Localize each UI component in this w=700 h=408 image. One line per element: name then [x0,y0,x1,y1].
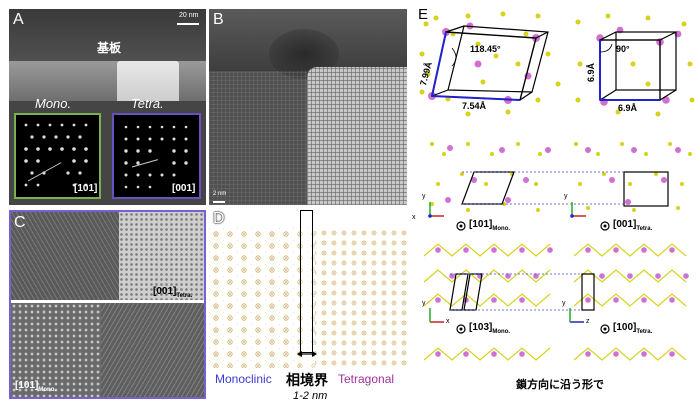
dp-mono-index: [101] [74,183,98,194]
view1-tetra-zone-icon [600,221,610,231]
view2-tetra-label: [100]Tetra. [613,322,652,335]
panel-c-top-right [119,212,204,300]
panel-d-lattice [209,228,407,368]
tetra-a-label: 6.9Å [586,62,596,82]
panel-c-mono-label: [101]Mono. [15,380,56,393]
boundary-width-label: 1-2 nm [293,390,328,402]
view1-mono-zone-icon [456,221,466,231]
tetra-angle-label: 90° [616,44,630,54]
panel-c-mono-index: [101] [15,380,39,391]
panel-c-top-left [11,212,119,300]
panel-c-bottom-right [101,303,204,397]
panel-b: B 2 nm [209,9,407,205]
tetragonal-lattice [315,228,407,368]
tetragonal-label: Tetragonal [338,372,395,386]
view2-mono-label: [103]Mono. [469,322,510,335]
view2-axes-tetra [569,308,584,323]
panel-c: C [001]Tetra. [101]Mono. [9,210,206,399]
panel-e: E [408,4,700,408]
tetra-unit-cell [575,13,695,117]
panel-b-bright-region [307,67,407,205]
monoclinic-label: Monoclinic [215,372,272,386]
panel-a-letter: A [13,11,24,28]
mono-unit-cell [419,11,561,117]
panel-a-substrate-label: 基板 [97,41,122,55]
bottom-chain-row [423,347,687,361]
view2-mono-index: [103] [469,322,493,333]
mono-b-label: 7.54Å [462,101,487,111]
view2-axes-mono [429,308,444,323]
view1-tetra-label: [001]Tetra. [613,219,652,232]
view2-structures [423,243,689,311]
panel-a-tetra-label: Tetra. [131,96,164,111]
panel-c-divider [11,300,204,303]
panel-c-mono-sub: Mono. [38,387,57,393]
view1-axis-y-mono: y [422,193,426,200]
view1-axis-y-tetra: y [564,193,568,200]
view1-axes-mono [428,202,444,218]
boundary-label: 相境界 [286,372,328,388]
view1-mono-label: [101]Mono. [469,219,510,232]
panel-c-letter: C [14,214,26,231]
panel-a-dp-mono: [101] [14,113,101,199]
panel-a-substrate [9,9,206,61]
view2-tetra-sub: Tetra. [636,329,653,335]
view1-axis-x-mono: x [412,214,416,221]
panel-c-tetra-label: [001]Tetra. [153,286,192,299]
dp-mono-pattern [24,123,88,187]
view1-tetra-sub: Tetra. [636,226,653,232]
panel-e-caption: 鎖方向に沿う形で [516,379,604,391]
tetra-b-label: 6.9Å [618,103,638,113]
panel-a-mono-label: Mono. [35,96,72,111]
panel-b-scale-bar [213,201,225,203]
dp-tetra-index: [001] [172,183,196,194]
panel-a-scale-text: 20 nm [179,12,199,19]
panel-b-letter: B [213,11,224,28]
view1-tetra-index: [001] [613,219,637,230]
view2-tetra-zone-icon [600,324,610,334]
view2-tetra-index: [100] [613,322,637,333]
view1-structures [430,142,692,212]
panel-a-scale-bar [177,23,199,25]
panel-e-structures [419,11,695,361]
view2-axis-x-mono: x [446,318,450,325]
panel-c-tetra-sub: Tetra. [176,293,193,299]
view1-axes-tetra [570,202,586,218]
mono-angle-label: 118.45° [470,44,501,54]
view2-mono-sub: Mono. [492,329,511,335]
panel-d: D Monoclinic 相境界 1-2 nm Tetragonal [209,210,407,405]
monoclinic-lattice [209,228,301,368]
panel-e-letter: E [418,6,429,23]
panel-b-scale-text: 2 nm [213,191,227,197]
view1-mono-sub: Mono. [492,226,511,232]
panel-c-bottom-left [11,303,101,397]
view2-axis-y-tetra: y [562,300,566,307]
panel-b-left-lattice [209,71,307,205]
panel-c-tetra-index: [001] [153,286,177,297]
view2-mono-zone-icon [456,324,466,334]
view2-axis-z-tetra: z [586,318,590,325]
panel-d-letter: D [213,210,225,227]
view2-axis-y-mono: y [422,300,426,307]
boundary-box [300,210,313,353]
boundary-width-arrow [297,351,317,357]
dp-tetra-pattern [124,125,188,189]
view1-mono-index: [101] [469,219,493,230]
panel-a: A 20 nm 基板 Mono. Tetra. [101] [9,9,206,205]
panel-a-dp-tetra: [001] [112,113,201,199]
